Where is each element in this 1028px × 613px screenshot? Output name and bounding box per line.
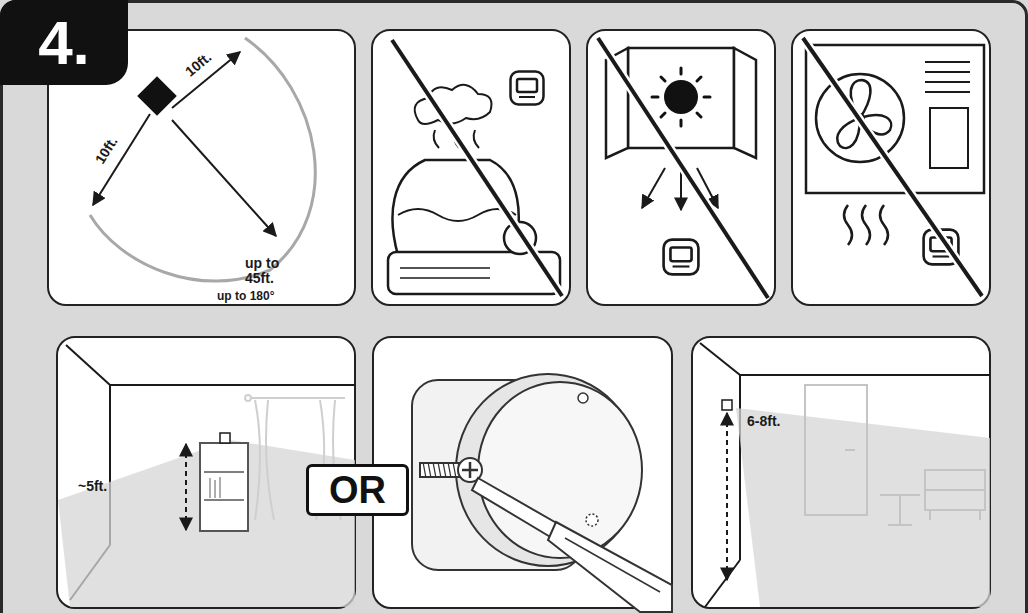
drawing-stroke [423, 462, 426, 478]
drawing-stroke [652, 68, 710, 126]
drawing-stroke [578, 393, 588, 403]
drawing-stroke [740, 374, 990, 376]
drawing-stroke [697, 113, 701, 117]
drawing-stroke [652, 96, 658, 99]
drawing-stroke [392, 40, 562, 296]
drawing-stroke [697, 77, 701, 81]
drawing-stroke [428, 462, 431, 478]
drawing-stroke [200, 443, 248, 531]
drawing-stroke [606, 48, 756, 158]
drawing-stroke [925, 62, 970, 92]
drawing-stroke [880, 495, 920, 525]
drawing-stroke [448, 462, 451, 478]
step-badge: 4. [0, 0, 128, 85]
humidifier-panel [372, 30, 570, 305]
or-box: OR [306, 464, 409, 516]
drawing-stroke [204, 499, 244, 501]
angle-label: up to 180° [217, 290, 274, 303]
drawing-stroke [722, 400, 732, 410]
wall-mount-panel [373, 337, 672, 612]
drawing-stroke [548, 522, 672, 612]
drawing-stroke [438, 462, 441, 478]
drawing-stroke [398, 209, 516, 221]
drawing-stroke [805, 385, 867, 515]
drawing-stroke [598, 38, 768, 298]
drawing-stroke [462, 462, 478, 478]
sunlight-panel [587, 30, 775, 305]
drawing-stroke [185, 444, 187, 530]
or-box-text: OR [329, 471, 386, 509]
drawing-stroke [392, 40, 562, 296]
drawing-stroke [680, 68, 683, 74]
drawing-stroke [400, 277, 490, 279]
drawing-stroke [453, 462, 456, 478]
drawing-stroke [664, 80, 698, 114]
drawing-stroke [925, 61, 970, 63]
drawing-stroke [844, 205, 888, 245]
drawing-stroke [110, 384, 355, 386]
drawing-stroke [250, 397, 345, 399]
drawing-stroke [705, 560, 740, 607]
drawing-stroke [598, 38, 768, 298]
drawing-stroke [837, 80, 891, 148]
drawing-stroke [204, 471, 244, 473]
drawing-stroke [726, 413, 728, 580]
drawing-stroke [245, 395, 251, 401]
drawing-stroke [587, 30, 775, 305]
height-label: ~5ft. [78, 479, 107, 494]
drawing-stroke [845, 449, 855, 451]
range-label: up to 45ft. [245, 256, 291, 285]
drawing-stroke [925, 91, 970, 93]
air-conditioner-panel [792, 30, 990, 305]
drawing-stroke [400, 267, 490, 269]
drawing-stroke [736, 408, 990, 607]
drawing-stroke [661, 113, 665, 117]
drawing-stroke [642, 168, 665, 208]
drawing-stroke [925, 470, 985, 520]
drawing-stroke [700, 343, 740, 375]
drawing-stroke [925, 81, 970, 83]
drawing-stroke [628, 48, 734, 148]
drawing-stroke [805, 385, 985, 525]
drawing-stroke [664, 240, 699, 275]
drawing-stroke [680, 168, 682, 210]
drawing-stroke [93, 114, 150, 205]
drawing-stroke [586, 514, 598, 526]
wall-height-panel [692, 337, 990, 608]
drawing-stroke [372, 30, 570, 305]
drawing-stroke [433, 462, 436, 478]
drawing-stroke [925, 71, 970, 73]
drawing-stroke [66, 345, 110, 385]
drawing-stroke [210, 477, 220, 498]
drawing-stroke [704, 96, 710, 99]
drawing-stroke [392, 160, 518, 262]
drawing-stroke [209, 478, 210, 498]
drawing-stroke [511, 72, 544, 105]
drawing-stroke [137, 76, 177, 116]
drawing-stroke [803, 38, 982, 296]
height-label: 6-8ft. [747, 414, 780, 429]
drawing-stroke [692, 337, 990, 608]
drawing-stroke [172, 120, 276, 236]
step-badge-text: 4. [38, 12, 90, 74]
drawing-stroke [219, 477, 220, 498]
drawing-stroke [930, 108, 968, 168]
drawing-stroke [472, 478, 560, 538]
drawing-stroke [739, 375, 741, 560]
drawing-stroke [803, 38, 982, 296]
drawing-stroke [214, 480, 215, 498]
drawing-stroke [443, 462, 446, 478]
drawing-stroke [661, 77, 665, 81]
drawing-stroke [792, 30, 990, 305]
drawing-stroke [220, 433, 230, 443]
drawing-stroke [680, 120, 683, 126]
drawing-stroke [565, 538, 660, 592]
